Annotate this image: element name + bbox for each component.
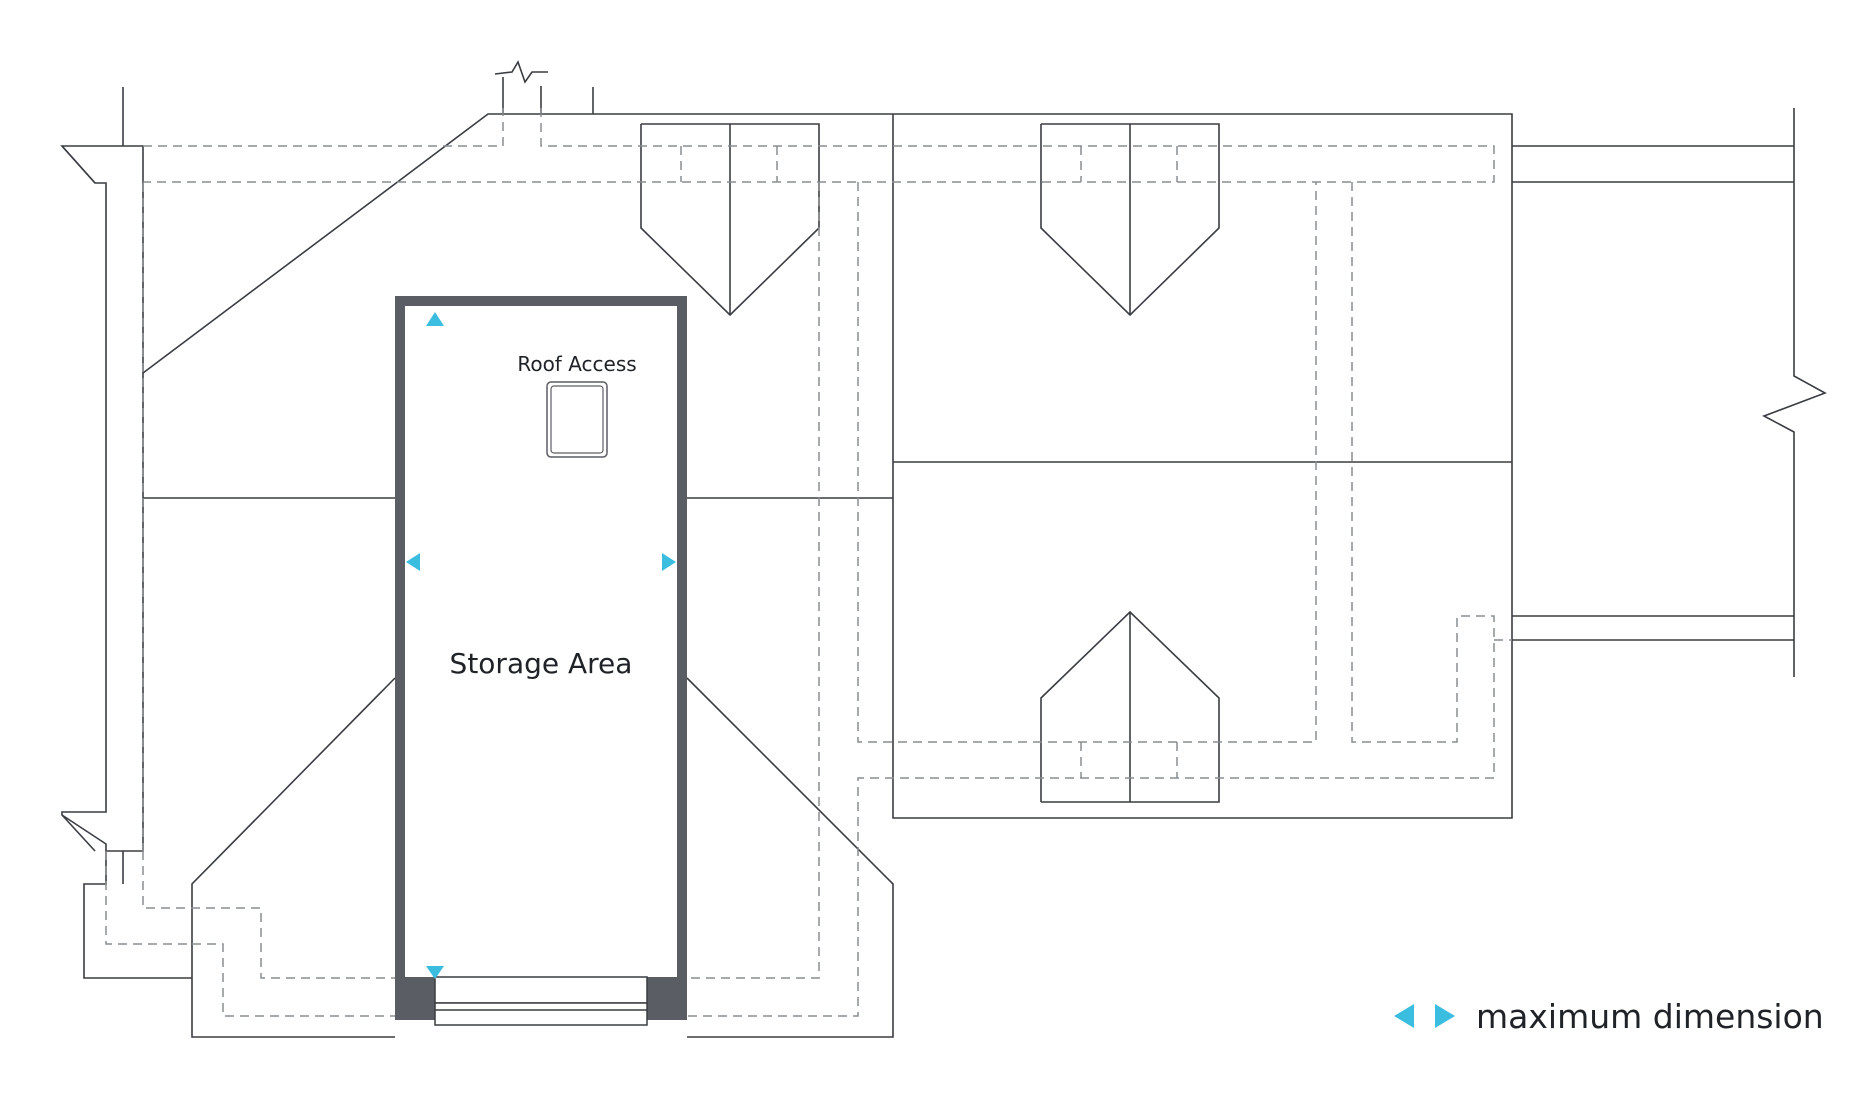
- legend-label: maximum dimension: [1476, 997, 1824, 1036]
- storage-area-walls: [395, 296, 687, 1026]
- arrow-left-icon: [406, 553, 420, 571]
- dormer-bottom-right: [1040, 610, 1220, 803]
- hatch-icon: [546, 381, 608, 458]
- roof-outline: [60, 60, 1827, 1038]
- legend-arrow-right-icon: [1435, 1004, 1455, 1028]
- storage-area-label: Storage Area: [450, 647, 633, 680]
- arrow-right-icon: [662, 553, 676, 571]
- dormer-top-right: [1040, 123, 1220, 317]
- arrow-up-icon: [426, 312, 444, 326]
- arrow-down-icon: [426, 966, 444, 979]
- roof-access-label: Roof Access: [517, 352, 636, 376]
- legend: maximum dimension: [1394, 997, 1824, 1036]
- hidden-lines: [105, 108, 1512, 1017]
- dormer-top-left: [640, 123, 820, 317]
- legend-arrow-left-icon: [1394, 1004, 1414, 1028]
